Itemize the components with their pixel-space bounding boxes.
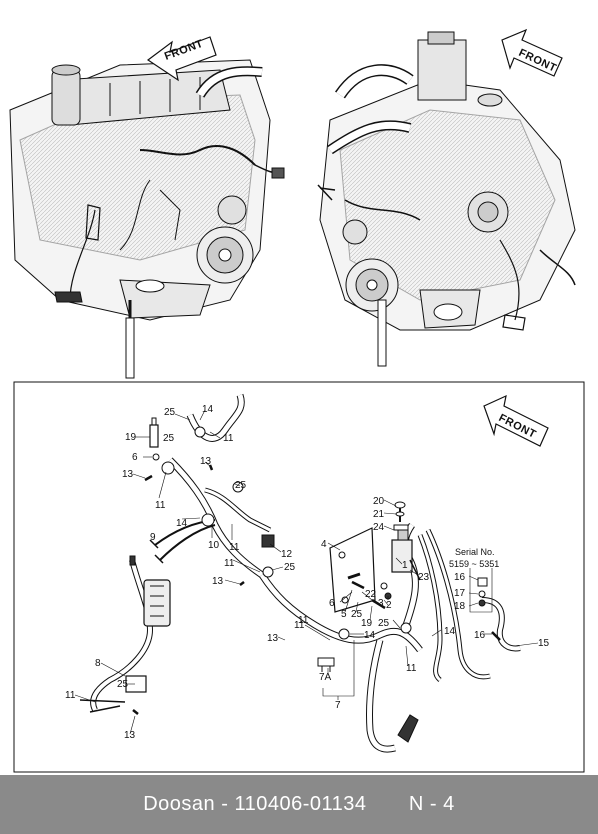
callout: 6 xyxy=(132,452,138,463)
callout: 13 xyxy=(122,469,134,480)
callout: 7A xyxy=(319,672,332,683)
callout: 18 xyxy=(454,601,466,612)
footer-bar: Doosan - 110406-01134 N - 4 xyxy=(0,775,598,834)
callout: 17 xyxy=(454,588,466,599)
callout: 14 xyxy=(444,626,456,637)
callout: 5 xyxy=(341,609,347,620)
page-code: N - 4 xyxy=(408,793,455,815)
footer-caption: Doosan - 110406-01134 N - 4 xyxy=(143,793,455,816)
callout: 23 xyxy=(418,572,430,583)
callout: 19 xyxy=(361,618,373,629)
callout: 16 xyxy=(454,572,466,583)
callout: 20 xyxy=(373,496,385,507)
front-arrow-detail: FRONT xyxy=(483,394,549,447)
callout: 19 xyxy=(125,432,137,443)
callout: 14 xyxy=(364,630,376,641)
callout: 24 xyxy=(373,522,385,533)
callout: 11 xyxy=(65,690,76,701)
engine-left-view xyxy=(9,59,285,379)
callout: 11 xyxy=(294,620,305,631)
callout: 11 xyxy=(298,615,309,626)
callout: 11 xyxy=(155,500,166,511)
callout: 11 xyxy=(229,542,240,553)
callout: 25 xyxy=(163,433,175,444)
callout: 1 xyxy=(402,560,408,571)
serial-note: Serial No. 5159 ~ 5351 xyxy=(449,547,499,569)
callout: 3 xyxy=(378,598,384,609)
gap xyxy=(373,793,403,815)
callout: 11 xyxy=(406,663,417,674)
callout: 25 xyxy=(235,480,247,491)
callout: 14 xyxy=(176,518,188,529)
serial-range: 5159 ~ 5351 xyxy=(449,559,499,569)
callout: 25 xyxy=(351,609,363,620)
callout: 12 xyxy=(281,549,293,560)
front-arrow-right: FRONT xyxy=(501,28,563,77)
part-number: 110406-01134 xyxy=(234,793,367,815)
callout: 11 xyxy=(223,433,234,444)
callout: 14 xyxy=(202,404,214,415)
callout: 13 xyxy=(212,576,224,587)
callout: 25 xyxy=(284,562,296,573)
callout: 2 xyxy=(386,600,392,611)
callout: 22 xyxy=(365,589,377,600)
callout: 4 xyxy=(321,539,327,550)
separator: - xyxy=(221,793,235,815)
wire-harness xyxy=(79,393,521,753)
callout: 25 xyxy=(117,679,129,690)
callout: 8 xyxy=(95,658,101,669)
callout: 6 xyxy=(329,598,335,609)
callout: 9 xyxy=(150,532,156,543)
callout: 11 xyxy=(224,558,235,569)
callouts: 25 14 19 11 25 6 13 13 11 25 14 10 11 12… xyxy=(65,404,550,741)
callout: 7 xyxy=(335,700,341,711)
callout: 13 xyxy=(200,456,212,467)
engine-right-view xyxy=(317,31,576,367)
callout: 13 xyxy=(124,730,136,741)
callout: 15 xyxy=(538,638,550,649)
callout: 10 xyxy=(208,540,220,551)
callout: 16 xyxy=(474,630,486,641)
leader-lines xyxy=(74,409,539,735)
serial-title: Serial No. xyxy=(455,547,495,557)
callout: 25 xyxy=(378,618,390,629)
callout: 13 xyxy=(267,633,279,644)
brand-name: Doosan xyxy=(143,793,216,815)
detail-panel xyxy=(13,381,585,773)
callout: 25 xyxy=(164,407,176,418)
callout: 21 xyxy=(373,509,385,520)
